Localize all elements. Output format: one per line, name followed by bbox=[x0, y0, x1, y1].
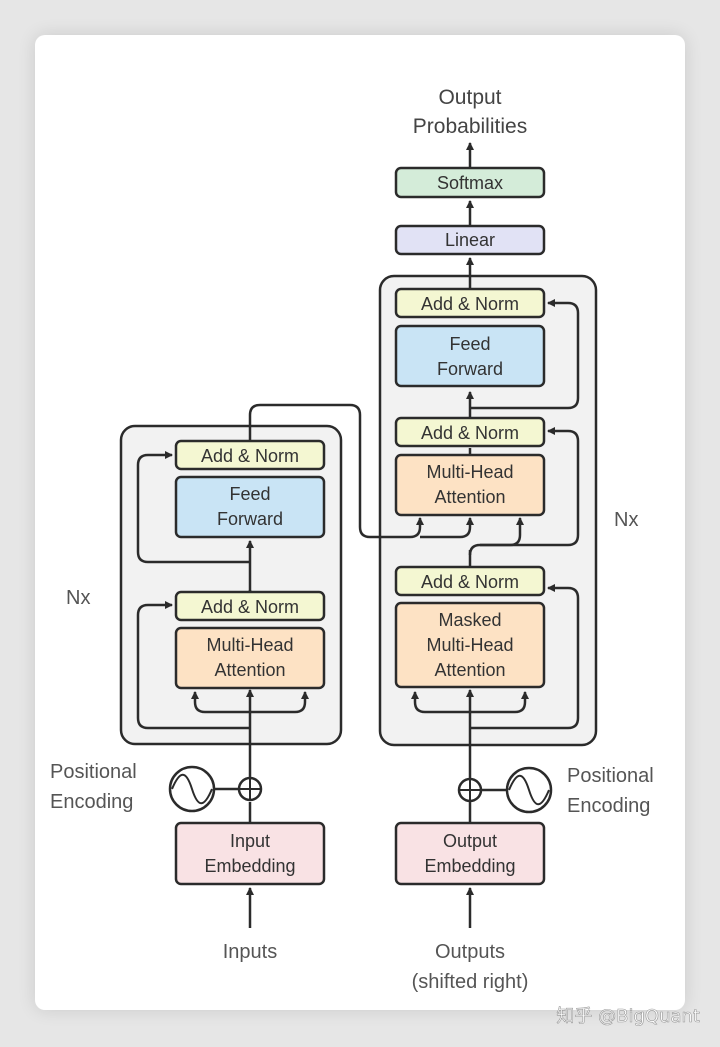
watermark: 知乎 @BigQuant bbox=[556, 1006, 700, 1027]
encoder-positional-label-1: Positional bbox=[50, 761, 137, 783]
decoder-positional-label-2: Encoding bbox=[567, 795, 650, 817]
decoder-add-icon-cross bbox=[459, 779, 481, 801]
encoder-positional-label-2: Encoding bbox=[50, 791, 133, 813]
decoder-add-norm-bottom-label: Add & Norm bbox=[421, 572, 519, 592]
linear-label: Linear bbox=[445, 230, 495, 250]
decoder-masked-label-2: Multi-Head bbox=[426, 635, 513, 655]
outputs-label-2: (shifted right) bbox=[412, 971, 529, 993]
input-embedding-block bbox=[174, 821, 326, 886]
decoder-masked-label-3: Attention bbox=[434, 660, 505, 680]
decoder-masked-label-1: Masked bbox=[438, 610, 501, 630]
encoder-feed-forward bbox=[174, 475, 326, 539]
output-probabilities-label-2: Probabilities bbox=[413, 115, 527, 138]
inputs-label: Inputs bbox=[223, 941, 277, 963]
decoder-feed-forward-label-2: Forward bbox=[437, 359, 503, 379]
encoder-multi-head-attention bbox=[174, 626, 326, 690]
decoder-attention-label-1: Multi-Head bbox=[426, 462, 513, 482]
outputs-label-1: Outputs bbox=[435, 941, 505, 963]
encoder-attention-label-1: Multi-Head bbox=[206, 635, 293, 655]
decoder-add-norm-middle-label: Add & Norm bbox=[421, 423, 519, 443]
input-embedding-label-2: Embedding bbox=[204, 856, 295, 876]
decoder-attention-label-2: Attention bbox=[434, 487, 505, 507]
encoder-add-icon-cross bbox=[239, 778, 261, 800]
decoder-feed-forward bbox=[394, 324, 546, 388]
encoder-add-norm-top bbox=[174, 439, 326, 471]
encoder-add-norm-bottom bbox=[174, 590, 326, 622]
encoder-add-norm-bottom-label: Add & Norm bbox=[201, 597, 299, 617]
decoder-sine-wave-path bbox=[508, 774, 550, 806]
linear-block bbox=[394, 224, 546, 256]
encoder-feed-forward-label-2: Forward bbox=[217, 509, 283, 529]
softmax-label: Softmax bbox=[437, 173, 503, 193]
decoder-masked-attention bbox=[394, 601, 546, 689]
encoder-attention-label-2: Attention bbox=[214, 660, 285, 680]
output-embedding-label-2: Embedding bbox=[424, 856, 515, 876]
decoder-feed-forward-label-1: Feed bbox=[449, 334, 490, 354]
encoder-feed-forward-label-1: Feed bbox=[229, 484, 270, 504]
decoder-nx-label: Nx bbox=[614, 509, 638, 531]
encoder-nx-label: Nx bbox=[66, 587, 90, 609]
decoder-positional-label-1: Positional bbox=[567, 765, 654, 787]
decoder-add-norm-top-label: Add & Norm bbox=[421, 294, 519, 314]
decoder-multi-head-attention bbox=[394, 453, 546, 517]
encoder-stack bbox=[119, 424, 343, 746]
output-embedding-label-1: Output bbox=[443, 831, 497, 851]
input-embedding-label-1: Input bbox=[230, 831, 270, 851]
encoder-sine-wave-path bbox=[171, 773, 213, 805]
encoder-add-norm-top-label: Add & Norm bbox=[201, 446, 299, 466]
output-embedding-block bbox=[394, 821, 546, 886]
output-probabilities-label-1: Output bbox=[438, 86, 501, 109]
softmax-block bbox=[394, 166, 546, 199]
decoder-add-norm-bottom bbox=[394, 565, 546, 597]
decoder-add-norm-middle bbox=[394, 416, 546, 448]
decoder-add-norm-top bbox=[394, 287, 546, 319]
